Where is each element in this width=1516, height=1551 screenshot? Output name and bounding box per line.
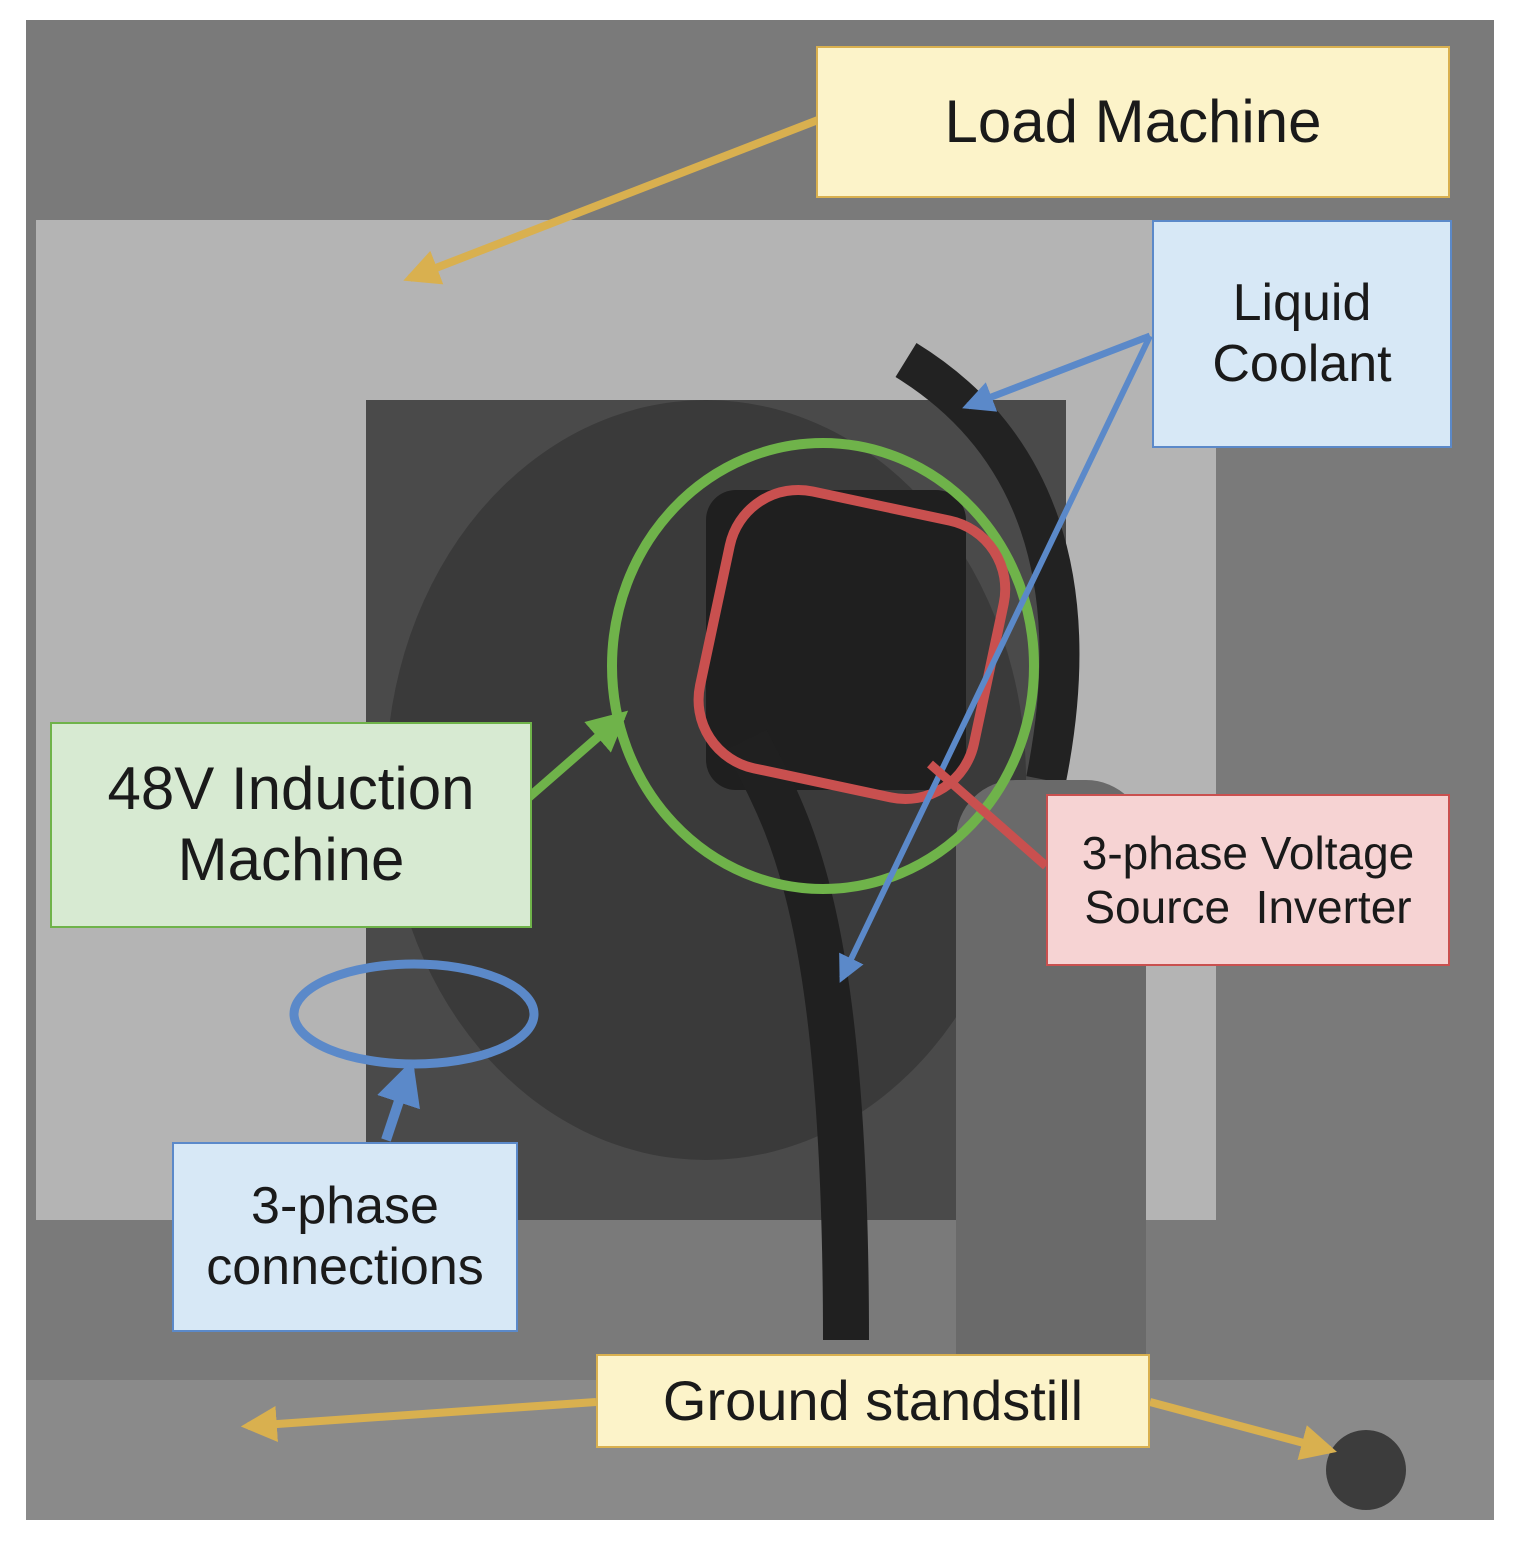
coolant-arrow-lower <box>839 334 1153 983</box>
inverter-highlight <box>693 484 1011 804</box>
connections-label: 3-phase connections <box>172 1142 518 1332</box>
load-machine-arrow <box>403 116 820 285</box>
induction-machine-circle <box>607 438 1039 894</box>
ground-standstill-text: Ground standstill <box>662 1368 1084 1432</box>
inverter-text-line1: 3-phase Voltage <box>1081 826 1415 879</box>
connections-arrow <box>377 1059 420 1142</box>
inverter-pointer <box>927 760 1049 870</box>
ground-bolt <box>1326 1430 1406 1510</box>
inverter-label: 3-phase Voltage Source Inverter <box>1046 794 1450 966</box>
connections-text-line2: connections <box>206 1238 484 1296</box>
inverter-body <box>706 490 966 790</box>
liquid-coolant-text-line1: Liquid <box>1232 273 1372 332</box>
ground-arrow-right <box>1148 1398 1337 1460</box>
induction-machine-text-line1: 48V Induction <box>107 755 475 823</box>
ground-standstill-label: Ground standstill <box>596 1354 1150 1448</box>
induction-machine-text-line2: Machine <box>177 826 405 893</box>
induction-arrow <box>525 710 629 802</box>
load-machine-label: Load Machine <box>816 46 1450 198</box>
inverter-text-line2: Source Inverter <box>1084 881 1412 933</box>
liquid-coolant-text-line2: Coolant <box>1212 335 1392 393</box>
coolant-hose <box>895 342 1080 784</box>
liquid-coolant-label: Liquid Coolant <box>1152 220 1452 448</box>
connections-ellipse <box>289 959 539 1069</box>
coolant-arrow-upper <box>962 332 1152 412</box>
ground-arrow-left <box>240 1398 597 1442</box>
induction-machine-label: 48V Induction Machine <box>50 722 532 928</box>
connections-text-line1: 3-phase <box>251 1176 439 1235</box>
load-machine-text: Load Machine <box>944 87 1322 155</box>
